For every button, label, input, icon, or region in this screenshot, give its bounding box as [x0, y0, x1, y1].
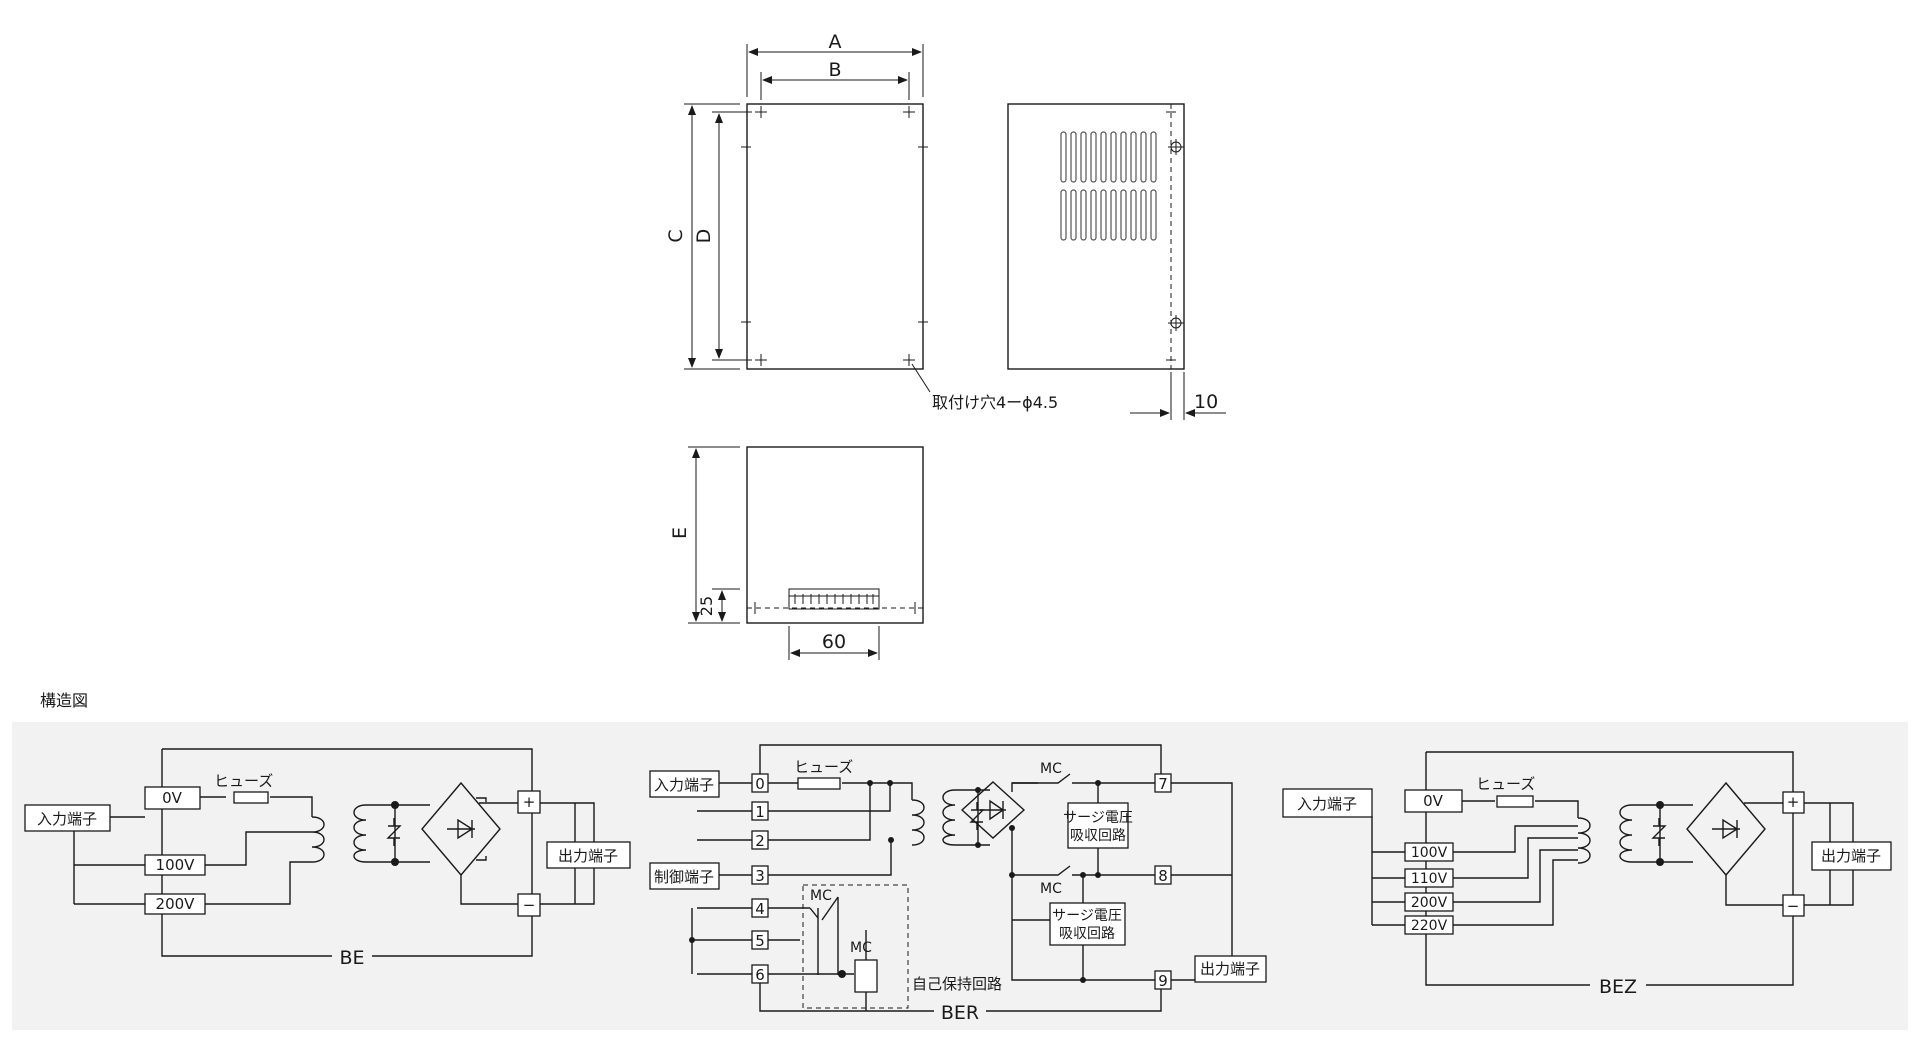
be-minus-box	[517, 893, 541, 917]
be-tap-200v: 200V	[156, 895, 196, 913]
mounting-hole-note: 取付け穴4ーϕ4.5	[932, 393, 1058, 412]
ber-terminal-4: 4	[755, 900, 765, 918]
ber-mc-main-label: MC	[1040, 761, 1062, 777]
ber-input-terminal: 入力端子	[654, 776, 714, 794]
be-output-terminal-box	[546, 841, 631, 869]
bez-input-terminal-box	[1282, 788, 1373, 818]
ber-terminals: 0 1 2 3 4 5 6 7 8 9	[751, 773, 1172, 990]
dim-10-label: 10	[1194, 391, 1218, 413]
bez-output-terminal-box	[1811, 841, 1892, 871]
front-view: A B C D 取付け穴4ーϕ4.5	[665, 31, 1058, 412]
mounting-holes	[741, 106, 928, 366]
bez-tap-110v-box	[1404, 868, 1454, 888]
bez-tap-220v-box	[1404, 915, 1454, 935]
ber-fuse-label: ヒューズ	[794, 758, 853, 776]
ber-output-terminal: 出力端子	[1200, 960, 1260, 978]
be-output-terminal: 出力端子	[558, 847, 618, 865]
bez-label: BEZ	[1599, 976, 1637, 998]
ber-terminal-2: 2	[755, 832, 765, 850]
bez-fuse-symbol	[1496, 795, 1534, 808]
bez-tap-100v: 100V	[1411, 845, 1448, 861]
dim-e-label: E	[669, 527, 691, 539]
dim-25-label: 25	[697, 596, 716, 616]
dim-d-label: D	[693, 229, 715, 244]
ber-self-hold-box	[802, 884, 909, 1009]
be-input-terminal-box	[24, 804, 111, 832]
bez-tap-0v: 0V	[1423, 792, 1444, 810]
ber-surge-1-line1: サージ電圧	[1063, 810, 1133, 826]
be-minus: −	[523, 896, 536, 914]
dim-60-label: 60	[822, 631, 846, 653]
be-tap-100v-box	[144, 854, 206, 876]
ber-label: BER	[941, 1002, 979, 1024]
section-title: 構造図	[40, 691, 88, 710]
ber-surge-1-line2: 吸収回路	[1070, 828, 1126, 844]
ber-terminal-1: 1	[755, 803, 765, 821]
side-screws	[1166, 111, 1184, 361]
ber-mc-aux-label: MC	[1040, 881, 1062, 897]
be-tap-0v: 0V	[162, 789, 183, 807]
bez-circuit: 入力端子 0V 100V 110V 200V 220V ヒューズ + − 出力端…	[1282, 751, 1892, 998]
be-fuse-label: ヒューズ	[214, 772, 273, 790]
be-input-terminal: 入力端子	[37, 810, 97, 828]
ber-terminal-7: 7	[1158, 775, 1168, 793]
be-tap-0v-box	[144, 786, 201, 810]
ber-surge-2-line2: 吸収回路	[1059, 926, 1115, 942]
bez-tap-200v: 200V	[1411, 895, 1448, 911]
ber-control-terminal: 制御端子	[654, 868, 714, 886]
be-circuit: 入力端子 0V 100V 200V ヒューズ + − 出力端子 BE	[24, 748, 631, 969]
bez-tap-220v: 220V	[1411, 918, 1448, 934]
ber-mc-coil-label: MC	[850, 940, 872, 956]
bez-plus: +	[1787, 793, 1800, 811]
ber-control-terminal-box	[649, 862, 720, 890]
ber-output-terminal-box	[1194, 955, 1267, 983]
ber-terminal-3: 3	[755, 867, 765, 885]
ber-terminal-5: 5	[755, 932, 765, 950]
bez-input-terminal: 入力端子	[1297, 795, 1357, 813]
be-tap-100v: 100V	[156, 856, 196, 874]
bez-tap-100v-box	[1404, 842, 1454, 862]
ber-circuit: MC MC 自己保持回路 MC MC サージ電圧 吸収回路 サージ電圧 吸収回路…	[649, 744, 1267, 1024]
ber-terminal-0: 0	[755, 775, 765, 793]
side-view: 10	[1007, 103, 1226, 420]
be-plus: +	[523, 793, 536, 811]
bez-tap-0v-box	[1404, 789, 1463, 813]
dim-b-label: B	[828, 59, 841, 81]
bez-output-terminal: 出力端子	[1821, 847, 1881, 865]
dim-a-label: A	[829, 31, 842, 53]
ber-surge-2-line1: サージ電圧	[1052, 908, 1122, 924]
ber-fuse-symbol	[797, 777, 841, 790]
bez-tap-200v-box	[1404, 892, 1454, 912]
ber-self-hold-label: 自己保持回路	[912, 975, 1002, 993]
bottom-view: E 25 60	[669, 446, 924, 660]
be-fuse-symbol	[233, 791, 269, 804]
be-label: BE	[339, 947, 364, 969]
ber-mc-contact-label: MC	[810, 888, 832, 904]
terminal-block	[788, 588, 880, 610]
dim-c-label: C	[665, 229, 687, 242]
ber-input-terminal-box	[649, 770, 720, 798]
be-plus-box	[517, 790, 541, 814]
ber-surge-box-1	[1067, 802, 1129, 849]
ber-terminal-6: 6	[755, 966, 765, 984]
bez-fuse-label: ヒューズ	[1476, 775, 1535, 793]
be-tap-200v-box	[144, 893, 206, 915]
ber-relay-coil	[854, 959, 878, 993]
ber-surge-box-2	[1049, 902, 1126, 946]
vent-slots	[1060, 131, 1157, 241]
bez-minus: −	[1787, 897, 1800, 915]
ber-terminal-8: 8	[1158, 867, 1168, 885]
ber-terminal-9: 9	[1158, 972, 1168, 990]
bez-tap-110v: 110V	[1411, 871, 1448, 887]
